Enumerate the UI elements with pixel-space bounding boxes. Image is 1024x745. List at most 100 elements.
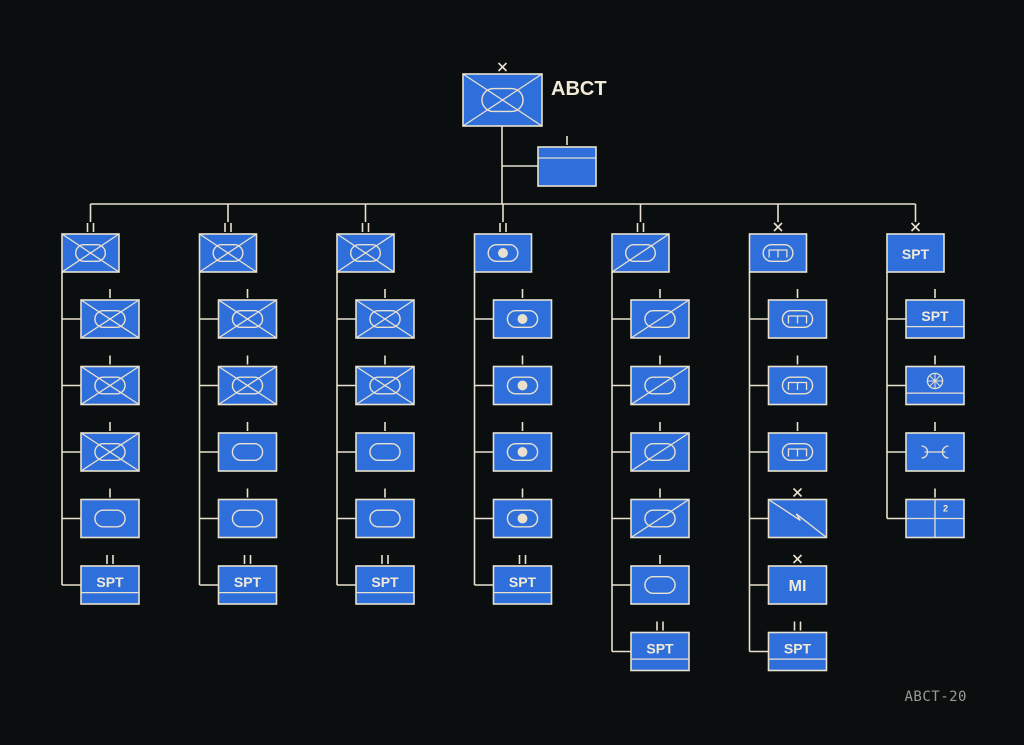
- artillery-dot: [517, 314, 528, 324]
- tracked-oval: [212, 243, 244, 263]
- tracked-oval: [481, 87, 524, 113]
- blank-unit-symbol[interactable]: [537, 136, 597, 187]
- artillery-dot: [517, 513, 528, 524]
- artillery-unit-symbol[interactable]: [492, 355, 553, 406]
- armor-infantry-unit-symbol[interactable]: [80, 289, 140, 339]
- spt-unit-symbol[interactable]: SPT: [905, 289, 965, 339]
- echelon-mark: [792, 487, 803, 498]
- symbol-diagonal: [80, 299, 140, 339]
- tracked-oval: [506, 442, 539, 462]
- footer-code: ABCT-20: [904, 689, 967, 705]
- maintenance-arc-left: [921, 445, 929, 459]
- symbol-frame: [905, 299, 965, 339]
- echelon-mark: [792, 554, 803, 564]
- armor-unit-symbol[interactable]: [630, 555, 690, 605]
- unit-label: SPT: [784, 640, 812, 656]
- unit-label: MI: [789, 578, 807, 595]
- spt-unit-symbol[interactable]: SPT: [492, 555, 553, 605]
- tracked-oval: [94, 442, 126, 462]
- engineer-mark: [787, 448, 808, 457]
- engineer-mark: [787, 315, 808, 324]
- armor-infantry-unit-symbol[interactable]: [198, 223, 258, 273]
- artillery-dot: [517, 380, 528, 391]
- armor-unit-symbol[interactable]: [217, 488, 278, 539]
- artillery-unit-symbol[interactable]: [492, 422, 553, 472]
- symbol-frame: [217, 432, 278, 472]
- artillery-unit-symbol[interactable]: [492, 289, 553, 339]
- armor-infantry-unit-symbol[interactable]: [80, 355, 140, 406]
- symbol-frame: [80, 565, 140, 605]
- artillery-dot: [517, 447, 528, 457]
- armor-infantry-unit-symbol[interactable]: [61, 223, 120, 273]
- signal-unit-symbol[interactable]: [767, 487, 828, 539]
- spt-unit-symbol[interactable]: SPT: [355, 555, 415, 605]
- armored-engineer-unit-symbol[interactable]: [767, 422, 828, 472]
- tracked-oval: [762, 243, 794, 263]
- mi-unit-symbol[interactable]: MI: [767, 554, 828, 605]
- armor-unit-symbol[interactable]: [355, 422, 415, 472]
- armor-infantry-unit-symbol[interactable]: [336, 223, 395, 273]
- engineer-mark: [768, 249, 788, 258]
- armored-engineer-unit-symbol[interactable]: [767, 355, 828, 406]
- tracked-oval: [644, 376, 676, 395]
- tracked-oval: [487, 243, 519, 263]
- armored-engineer-unit-symbol[interactable]: [767, 289, 828, 339]
- spt-unit-symbol[interactable]: SPT: [630, 621, 690, 672]
- symbol-frame: [217, 565, 278, 605]
- maintenance-unit-symbol[interactable]: [905, 422, 965, 472]
- armor-infantry-unit-symbol[interactable]: [80, 422, 140, 472]
- armored-cavalry-unit-symbol[interactable]: [611, 223, 670, 273]
- tracked-oval: [781, 309, 814, 329]
- tracked-oval: [369, 442, 401, 462]
- armored-engineer-unit-symbol[interactable]: [748, 222, 808, 273]
- tracked-oval: [506, 376, 539, 395]
- tracked-oval: [644, 509, 676, 528]
- tracked-oval: [94, 309, 126, 329]
- artillery-unit-symbol[interactable]: [492, 488, 553, 539]
- symbol-diagonal: [80, 365, 140, 406]
- armor-unit-symbol[interactable]: [217, 422, 278, 472]
- armored-cavalry-unit-symbol[interactable]: [630, 289, 690, 339]
- medical-unit-symbol[interactable]: [905, 355, 965, 406]
- spt-hq-unit-symbol[interactable]: SPT: [886, 222, 945, 273]
- armor-unit-symbol[interactable]: [80, 488, 140, 539]
- spt-unit-symbol[interactable]: SPT: [80, 555, 140, 605]
- artillery-unit-symbol[interactable]: [473, 223, 533, 273]
- supply-unit-symbol[interactable]: 2: [905, 488, 965, 539]
- symbol-diagonal: [355, 299, 415, 339]
- symbol-frame: [767, 299, 828, 339]
- spt-unit-symbol[interactable]: SPT: [767, 621, 828, 672]
- symbol-frame: [630, 565, 690, 605]
- armor-infantry-unit-symbol[interactable]: [217, 289, 278, 339]
- engineer-mark: [787, 381, 808, 391]
- tracked-oval: [369, 509, 401, 528]
- armor-unit-symbol[interactable]: [355, 488, 415, 539]
- symbol-frame: [217, 498, 278, 539]
- unit-label: SPT: [96, 574, 124, 590]
- armored-cavalry-unit-symbol[interactable]: [630, 355, 690, 406]
- spt-unit-symbol[interactable]: SPT: [217, 555, 278, 605]
- armored-cavalry-unit-symbol[interactable]: [630, 422, 690, 472]
- armored-cavalry-unit-symbol[interactable]: [630, 488, 690, 539]
- symbol-diagonal: [80, 432, 140, 472]
- symbol-frame: [886, 233, 945, 273]
- unit-label: SPT: [509, 574, 537, 590]
- tracked-oval: [231, 442, 264, 462]
- symbol-diagonal: [462, 73, 543, 127]
- unit-label: SPT: [371, 574, 399, 590]
- wheel-spoke: [929, 375, 941, 387]
- tracked-oval: [349, 243, 382, 263]
- tracked-oval: [231, 509, 264, 528]
- armor-infantry-unit-symbol[interactable]: [217, 355, 278, 406]
- artillery-dot: [498, 248, 508, 258]
- tracked-oval: [369, 309, 401, 329]
- tracked-oval: [781, 442, 814, 462]
- armor-infantry-unit-symbol[interactable]: [355, 355, 415, 406]
- symbol-frame: [767, 631, 828, 672]
- tracked-oval: [506, 509, 539, 528]
- unit-label: SPT: [234, 574, 262, 590]
- armor-infantry-unit-symbol[interactable]: [462, 62, 543, 127]
- echelon-mark: [910, 222, 921, 232]
- armor-infantry-unit-symbol[interactable]: [355, 289, 415, 339]
- symbol-frame: [355, 498, 415, 539]
